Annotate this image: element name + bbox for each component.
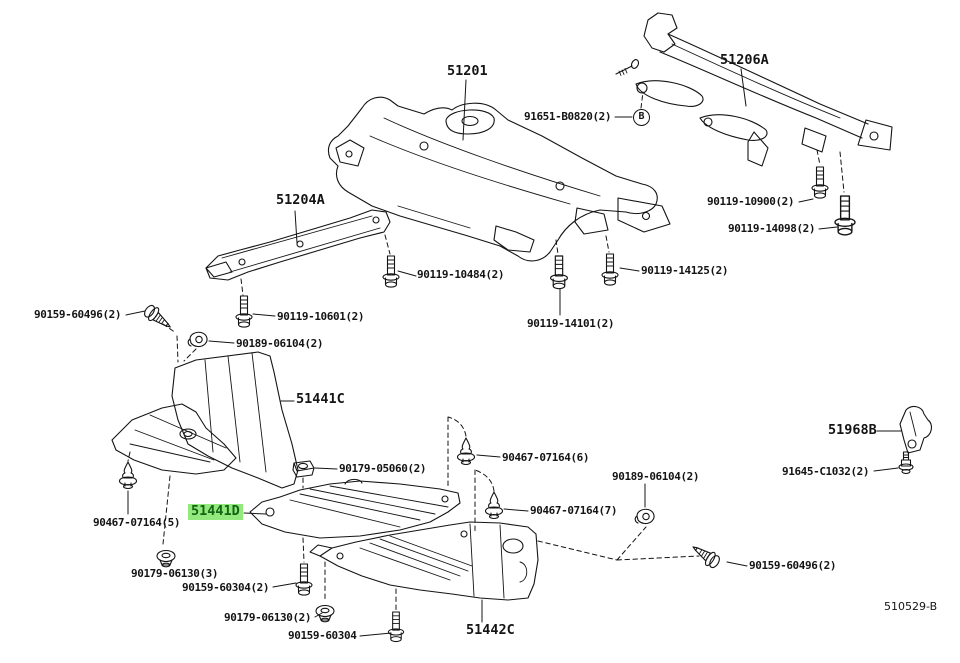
part-label-90119-10601[interactable]: 90119-10601(2) bbox=[277, 310, 365, 323]
part-label-51968B[interactable]: 51968B bbox=[828, 422, 877, 438]
drawing-cover-51441D bbox=[249, 478, 461, 539]
part-label-90159-60304[interactable]: 90159-60304 bbox=[288, 629, 357, 642]
drawing-crossmember-51201 bbox=[327, 96, 671, 262]
part-label-91645-C1032[interactable]: 91645-C1032(2) bbox=[782, 465, 870, 478]
part-label-90467-07164-7[interactable]: 90467-07164(7) bbox=[530, 504, 618, 517]
part-label-51206A[interactable]: 51206A bbox=[720, 52, 769, 68]
part-label-90119-14098[interactable]: 90119-14098(2) bbox=[728, 222, 816, 235]
part-label-51442C[interactable]: 51442C bbox=[466, 622, 515, 638]
part-label-90119-14125[interactable]: 90119-14125(2) bbox=[641, 264, 729, 277]
part-label-51204A[interactable]: 51204A bbox=[276, 192, 325, 208]
connector-b-marker[interactable]: B bbox=[633, 109, 650, 126]
part-label-90179-06130-3[interactable]: 90179-06130(3) bbox=[131, 567, 219, 580]
part-label-90467-07164-6[interactable]: 90467-07164(6) bbox=[502, 451, 590, 464]
part-label-90179-05060[interactable]: 90179-05060(2) bbox=[339, 462, 427, 475]
part-label-51441C[interactable]: 51441C bbox=[296, 391, 345, 407]
part-label-90119-10484[interactable]: 90119-10484(2) bbox=[417, 268, 505, 281]
drawing-cover-51442C bbox=[309, 521, 539, 601]
part-label-90467-07164-5[interactable]: 90467-07164(5) bbox=[93, 516, 181, 529]
part-label-90119-14101[interactable]: 90119-14101(2) bbox=[527, 317, 615, 330]
drawing-crossmember-51206A bbox=[615, 12, 893, 167]
drawing-brace-51204A bbox=[205, 209, 391, 281]
part-label-90119-10900[interactable]: 90119-10900(2) bbox=[707, 195, 795, 208]
locator-dashed-lines bbox=[127, 91, 845, 611]
part-label-51201[interactable]: 51201 bbox=[447, 63, 488, 79]
figure-code: 510529-B bbox=[884, 600, 938, 613]
part-label-90159-60496-right[interactable]: 90159-60496(2) bbox=[749, 559, 837, 572]
part-label-51441D-highlighted[interactable]: 51441D bbox=[188, 504, 243, 520]
part-label-90159-60496-left[interactable]: 90159-60496(2) bbox=[34, 308, 122, 321]
part-label-91651-B0820[interactable]: 91651-B0820(2) bbox=[524, 110, 612, 123]
part-label-90189-06104-upper[interactable]: 90189-06104(2) bbox=[236, 337, 324, 350]
part-label-90179-06130-2[interactable]: 90179-06130(2) bbox=[224, 611, 312, 624]
leader-lines bbox=[125, 68, 902, 637]
part-label-90189-06104-lower[interactable]: 90189-06104(2) bbox=[612, 470, 700, 483]
part-label-90159-60304-2[interactable]: 90159-60304(2) bbox=[182, 581, 270, 594]
drawing-bracket-51968B bbox=[899, 405, 933, 454]
drawing-cover-51441C bbox=[111, 351, 299, 489]
